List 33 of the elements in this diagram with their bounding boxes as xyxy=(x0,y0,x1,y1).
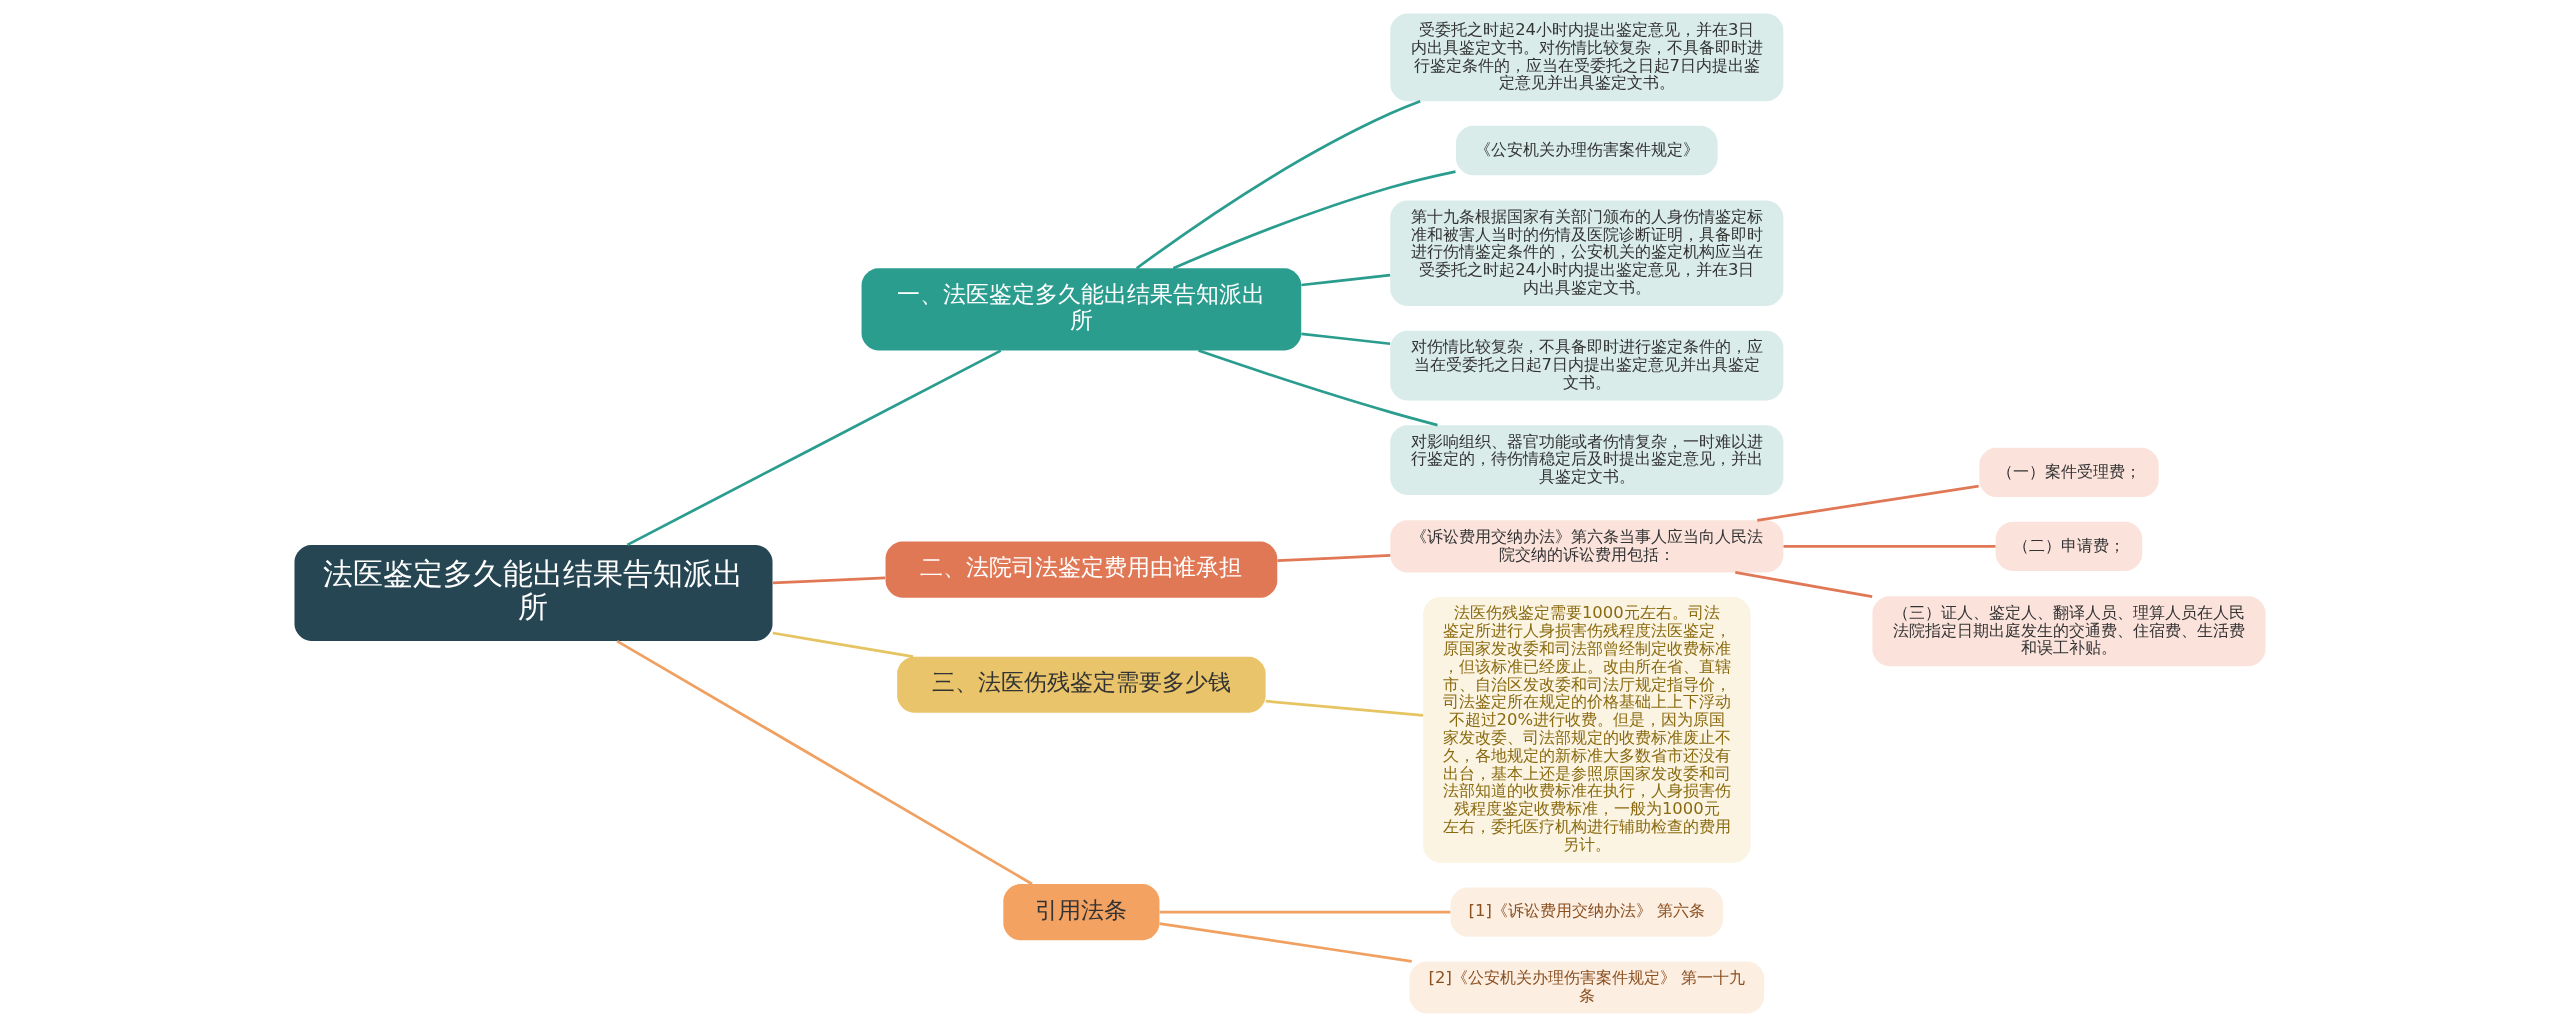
node-box: 对影响组织、器官功能或者伤情复杂，一时难以进行鉴定的，待伤情稳定后及时提出鉴定意见，并出具鉴定文书。 xyxy=(1390,425,1784,495)
connector xyxy=(772,631,914,658)
node-box: 引用法条 xyxy=(1003,884,1160,941)
node-box: （三）证人、鉴定人、翻译人员、理算人员在人民法院指定日期出庭发生的交通费、住宿费、生活费和误工补贴。 xyxy=(1872,596,2266,667)
node-box: 一、法医鉴定多久能出结果告知派出所 xyxy=(861,268,1302,351)
connector xyxy=(616,639,1033,886)
node-box: [1]《诉讼费用交纳办法》 第六条 xyxy=(1450,887,1724,937)
node-box: [2]《公安机关办理伤害案件规定》 第一十九条 xyxy=(1409,961,1765,1014)
connector xyxy=(1159,910,1451,914)
node-box: 法医伤残鉴定需要1000元左右。司法鉴定所进行人身损害伤残程度法医鉴定，原国家发改委和司法部曾经制定收费标准，但该标准已经废止。改由所在省、直辖市、自治区发改委和司法厅规定指导价，司法鉴定所在规定的价格基础上上下浮动不超过20%进行收费。但是，因为原国家发改委、司法部规定的收费标准废止不久，各地规定的新标准大多数省市还没有出台，基本上还是参照原国家发改委和司法部知道的收费标准在执行，人身损害伤残程度鉴定收费标准，一般为1000元左右，委托医疗机构进行辅助检查的费用另计。 xyxy=(1423,597,1751,863)
node-box: （一）案件受理费； xyxy=(1979,447,2159,498)
connector xyxy=(1301,332,1391,346)
connector xyxy=(1301,273,1391,287)
node-box: 三、法医伤残鉴定需要多少钱 xyxy=(897,656,1266,713)
connector xyxy=(1265,699,1424,717)
connector xyxy=(1198,349,1438,427)
node-box: 第十九条根据国家有关部门颁布的人身伤情鉴定标准和被害人当时的伤情及医院诊断证明，具备即时进行伤情鉴定条件的，公安机关的鉴定机构应当在受委托之时起24小时内提出鉴定意见，并在3日内出具鉴定文书。 xyxy=(1390,200,1784,306)
node-box: 法医鉴定多久能出结果告知派出所 xyxy=(294,545,773,641)
node-box: 受委托之时起24小时内提出鉴定意见，并在3日内出具鉴定文书。对伤情比较复杂，不具备即时进行鉴定条件的，应当在受委托之日起7日内提出鉴定意见并出具鉴定文书。 xyxy=(1390,13,1784,102)
connector xyxy=(1277,554,1391,562)
connector xyxy=(1783,545,1996,548)
node-box: 二、法院司法鉴定费用由谁承担 xyxy=(885,541,1278,598)
connector xyxy=(1159,922,1412,963)
connector xyxy=(1735,571,1873,599)
node-box: （二）申请费； xyxy=(1995,521,2143,572)
connector xyxy=(1172,170,1456,270)
node-box: 《诉讼费用交纳办法》第六条当事人应当向人民法院交纳的诉讼费用包括： xyxy=(1390,520,1784,573)
connector xyxy=(1757,484,1979,522)
connector xyxy=(1135,99,1421,270)
node-box: 对伤情比较复杂，不具备即时进行鉴定条件的，应当在受委托之日起7日内提出鉴定意见并出具鉴定文书。 xyxy=(1390,330,1784,401)
connector xyxy=(626,349,1002,547)
node-box: 《公安机关办理伤害案件规定》 xyxy=(1456,125,1718,176)
connector xyxy=(772,576,886,585)
